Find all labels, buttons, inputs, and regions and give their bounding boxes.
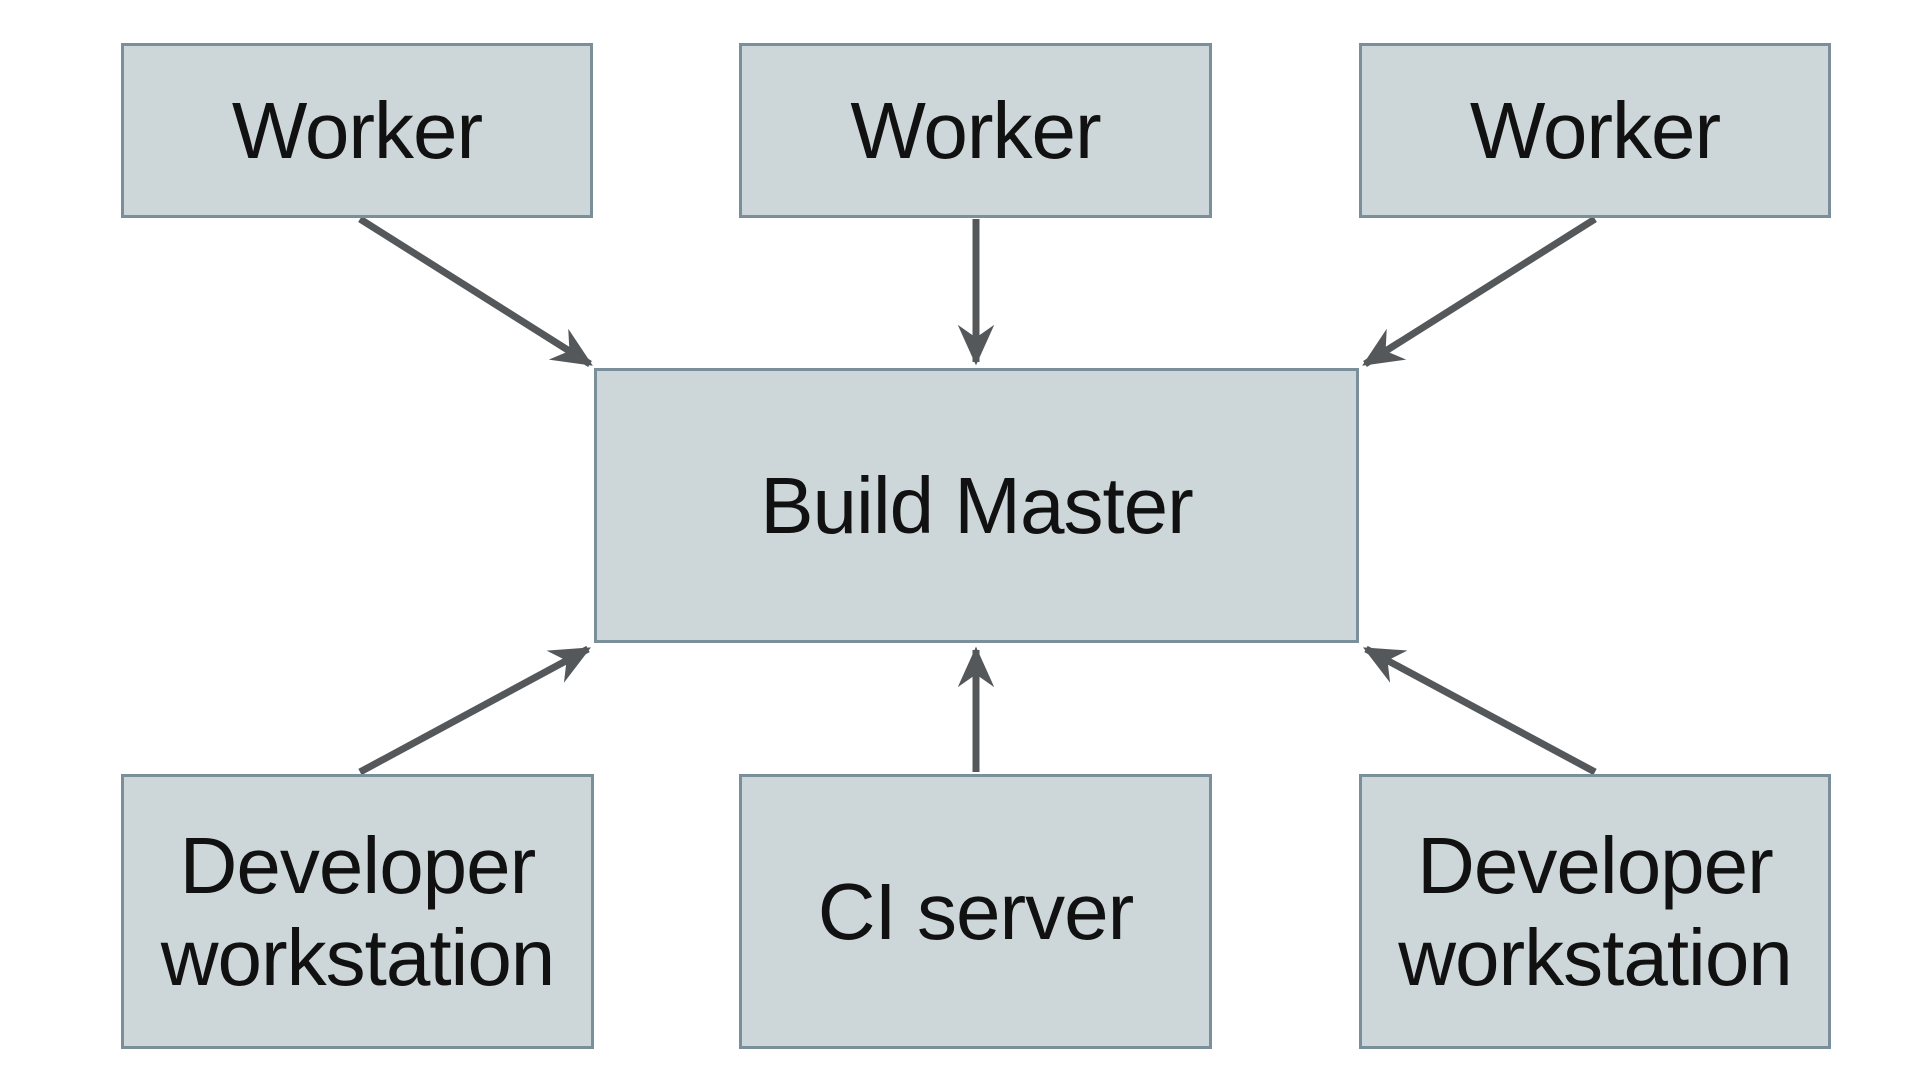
node-worker-left: Worker — [121, 43, 593, 218]
node-build-master-label: Build Master — [760, 460, 1194, 550]
arrow-worker-right-to-build-master — [1362, 216, 1597, 367]
node-developer-workstation-left: Developer workstation — [121, 774, 594, 1049]
node-developer-workstation-right: Developer workstation — [1359, 774, 1831, 1049]
node-ci-server-label: CI server — [817, 866, 1134, 956]
node-developer-workstation-left-label: Developer workstation — [160, 820, 556, 1002]
arrow-worker-left-to-build-master — [358, 216, 593, 367]
node-worker-center: Worker — [739, 43, 1212, 218]
node-worker-right: Worker — [1359, 43, 1831, 218]
node-worker-right-label: Worker — [1469, 85, 1721, 175]
node-worker-left-label: Worker — [231, 85, 483, 175]
node-developer-workstation-right-label: Developer workstation — [1398, 820, 1793, 1002]
node-ci-server: CI server — [739, 774, 1212, 1049]
node-build-master: Build Master — [594, 368, 1359, 643]
node-worker-center-label: Worker — [850, 85, 1101, 175]
arrow-dev-right-to-build-master — [1363, 645, 1597, 776]
arrow-dev-left-to-build-master — [358, 645, 591, 776]
